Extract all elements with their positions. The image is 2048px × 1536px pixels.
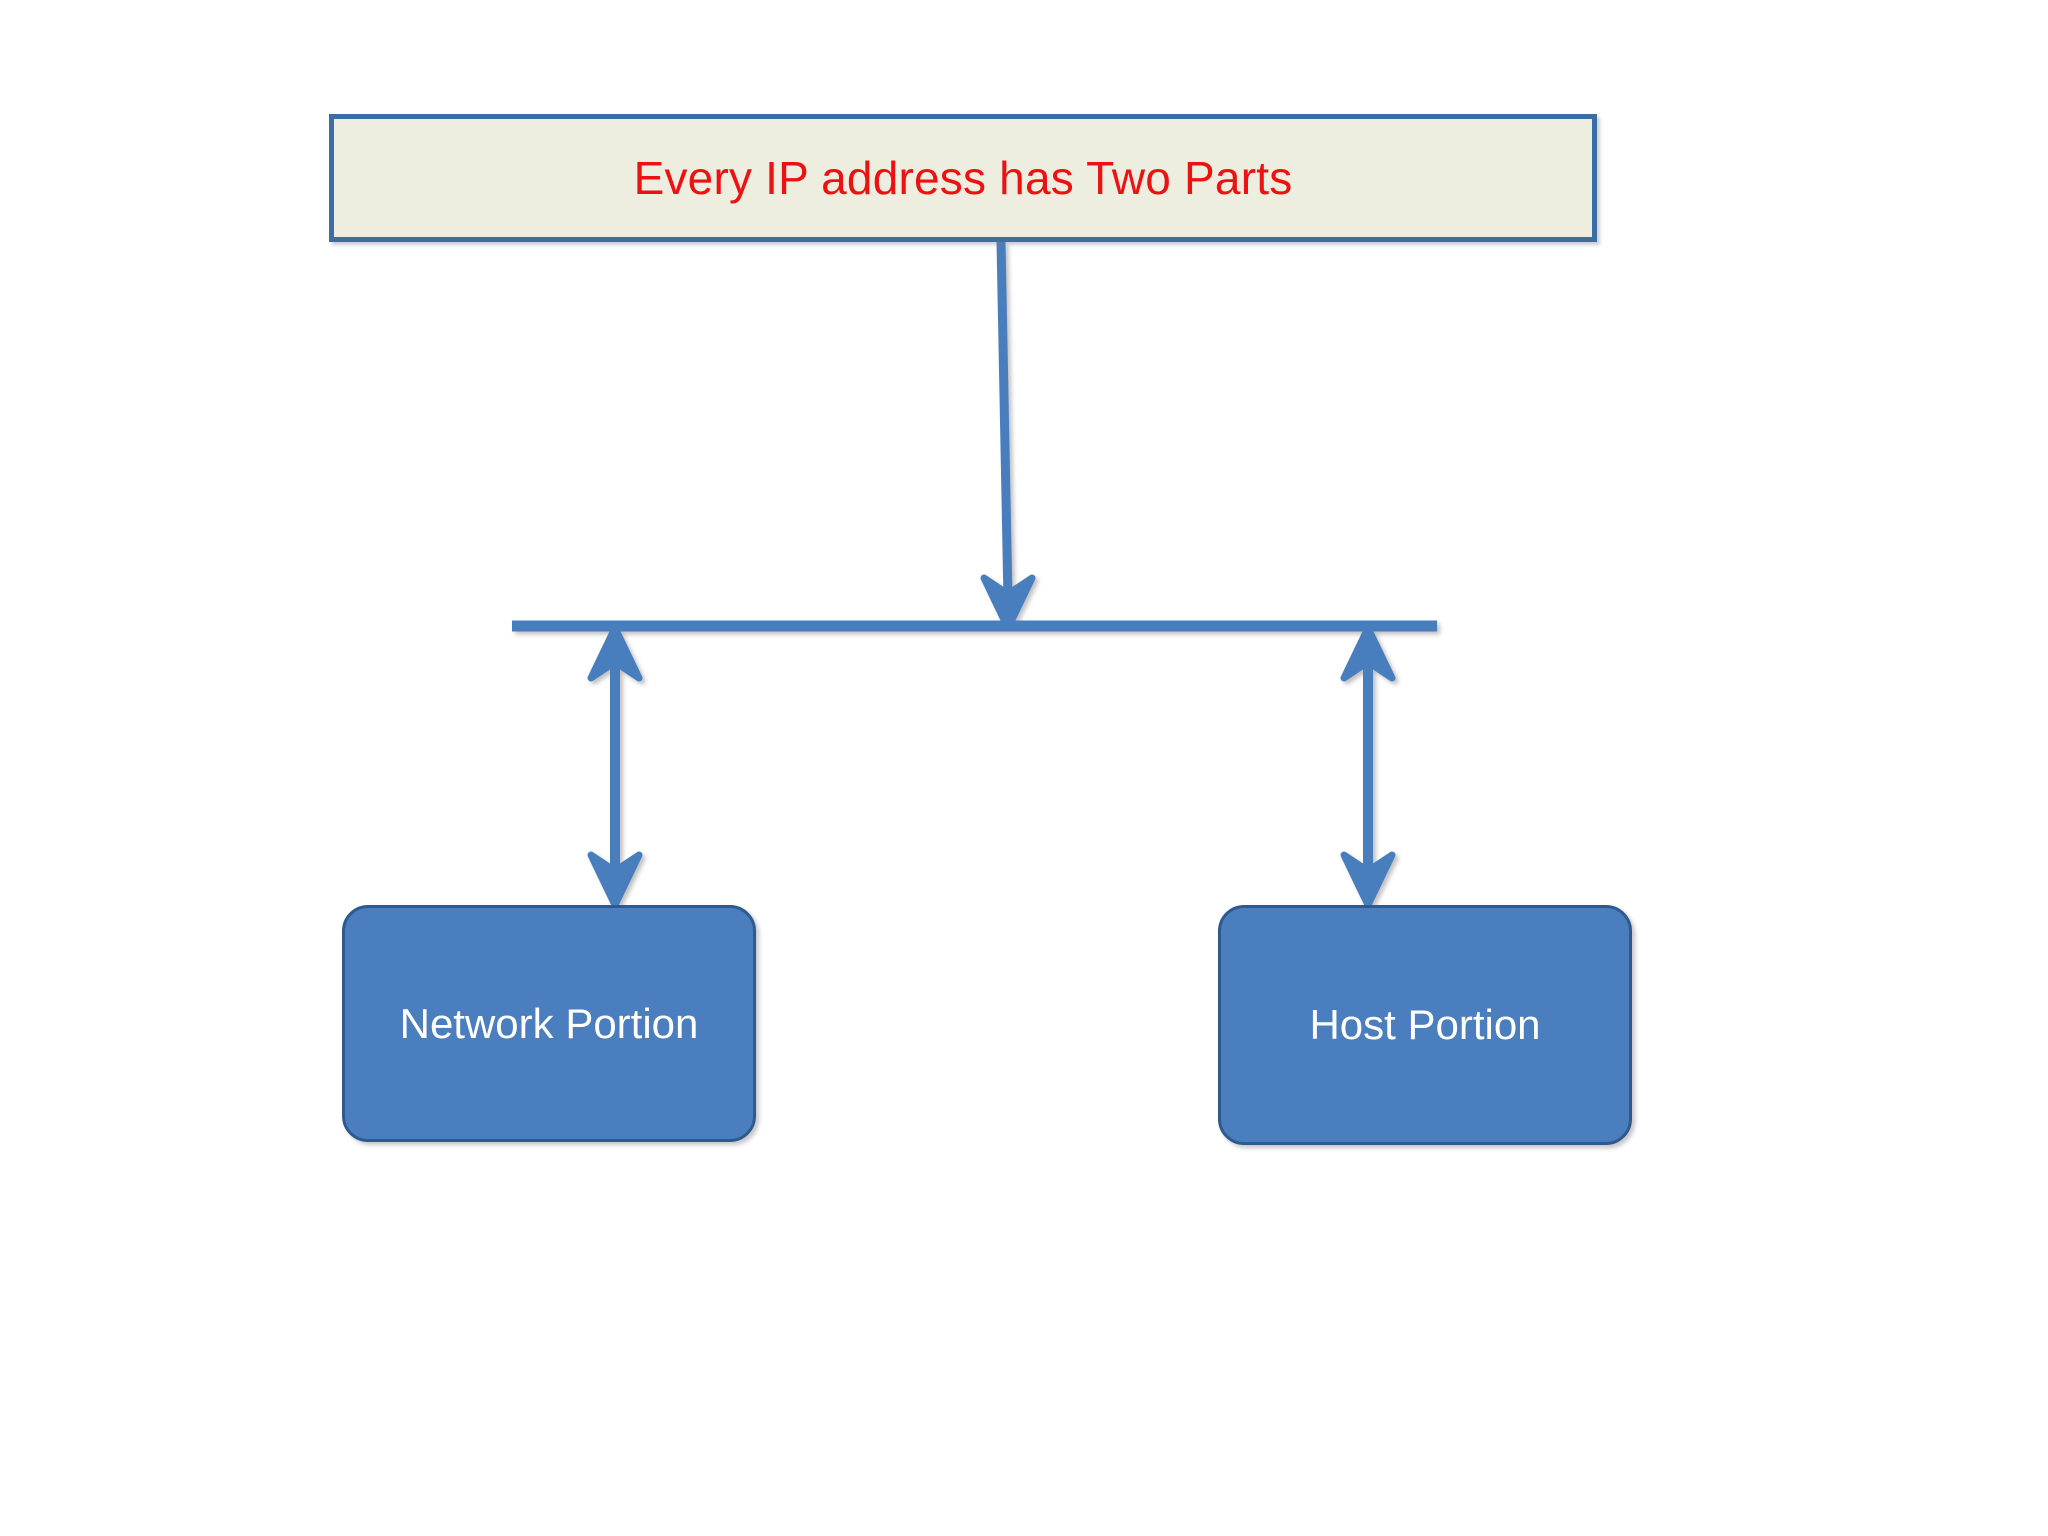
connector-splitter-to-host (1340, 624, 1396, 909)
title-banner-text: Every IP address has Two Parts (633, 152, 1293, 204)
title-banner: Every IP address has Two Parts (329, 114, 1597, 242)
connector-title-to-splitter (980, 241, 1036, 632)
arrowhead-up-left (587, 624, 643, 682)
connector-splitter-to-network (587, 624, 643, 909)
arrowhead-up-right (1340, 624, 1396, 682)
network-portion-box[interactable]: Network Portion (342, 905, 756, 1142)
arrowhead-down-right (1340, 851, 1396, 909)
host-portion-box[interactable]: Host Portion (1218, 905, 1632, 1145)
network-portion-label: Network Portion (399, 999, 699, 1047)
arrowhead-down-left (587, 851, 643, 909)
arrowhead-down-center (980, 574, 1036, 632)
host-portion-label: Host Portion (1309, 1001, 1541, 1048)
